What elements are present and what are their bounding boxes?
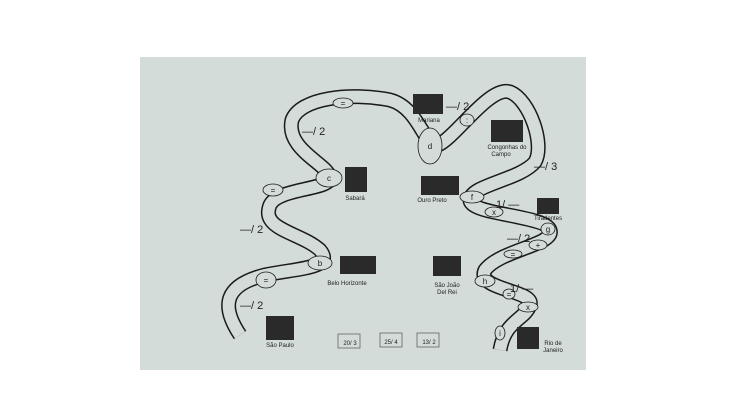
- city-label: Belo Horizonte: [327, 281, 367, 287]
- operation-label: 1/ —: [496, 199, 519, 211]
- sao-joao-photo: [433, 256, 461, 276]
- tiradentes-photo: [537, 198, 559, 214]
- bubble: b: [318, 259, 323, 268]
- operation-label: —/ 2: [446, 101, 469, 113]
- city-label: São Paulo: [266, 343, 294, 349]
- operation-label: 1/ —: [510, 283, 533, 295]
- city-label: Rio de: [544, 341, 562, 347]
- city-label: Congonhas do: [487, 145, 527, 151]
- suitcase-label: 13/ 2: [422, 340, 436, 346]
- suitcase-icon: [337, 333, 361, 349]
- city-label: Ouro Preto: [417, 198, 447, 204]
- bubble: c: [327, 174, 331, 183]
- operation-label: —/ 2: [240, 300, 263, 312]
- congonhas-photo: [491, 120, 523, 142]
- bubble: =: [507, 290, 512, 299]
- bubble: +: [536, 241, 541, 250]
- sabara-photo: [345, 167, 367, 192]
- city-label: Tiradentes: [534, 216, 562, 222]
- city-label: Mariana: [418, 118, 440, 124]
- operation-label: —/ 2: [302, 126, 325, 138]
- bubble: =: [341, 99, 346, 108]
- bubble: h: [483, 277, 487, 286]
- sao-paulo-photo: [266, 316, 294, 340]
- suitcase-icon: [416, 332, 440, 348]
- city-label: São João: [434, 283, 460, 289]
- mariana-photo: [413, 94, 443, 114]
- bubble: =: [271, 186, 276, 195]
- suitcase-icon: [379, 332, 403, 348]
- operation-label: —/ 2: [507, 233, 530, 245]
- city-label: Del Rei: [437, 290, 457, 296]
- bubble: i: [499, 329, 501, 338]
- operation-label: —/ 3: [534, 161, 557, 173]
- suitcase-label: 20/ 3: [343, 341, 357, 347]
- bubble: =: [511, 250, 516, 259]
- bubble: x: [526, 303, 530, 312]
- ouro-preto-photo: [421, 176, 459, 195]
- city-label: Janeiro: [543, 348, 563, 354]
- city-label: Campo: [491, 152, 511, 158]
- bubble: f: [471, 193, 474, 202]
- suitcase-label: 25/ 4: [384, 340, 398, 346]
- belo-horizonte-photo: [340, 256, 376, 274]
- operation-label: —/ 2: [240, 224, 263, 236]
- bubble: x: [492, 208, 496, 217]
- bubble: :: [466, 116, 468, 125]
- city-label: Sabará: [345, 196, 365, 202]
- rio-photo: [517, 327, 539, 349]
- bubble: =: [264, 276, 269, 285]
- bubble: g: [546, 225, 550, 234]
- bubble: d: [428, 142, 432, 151]
